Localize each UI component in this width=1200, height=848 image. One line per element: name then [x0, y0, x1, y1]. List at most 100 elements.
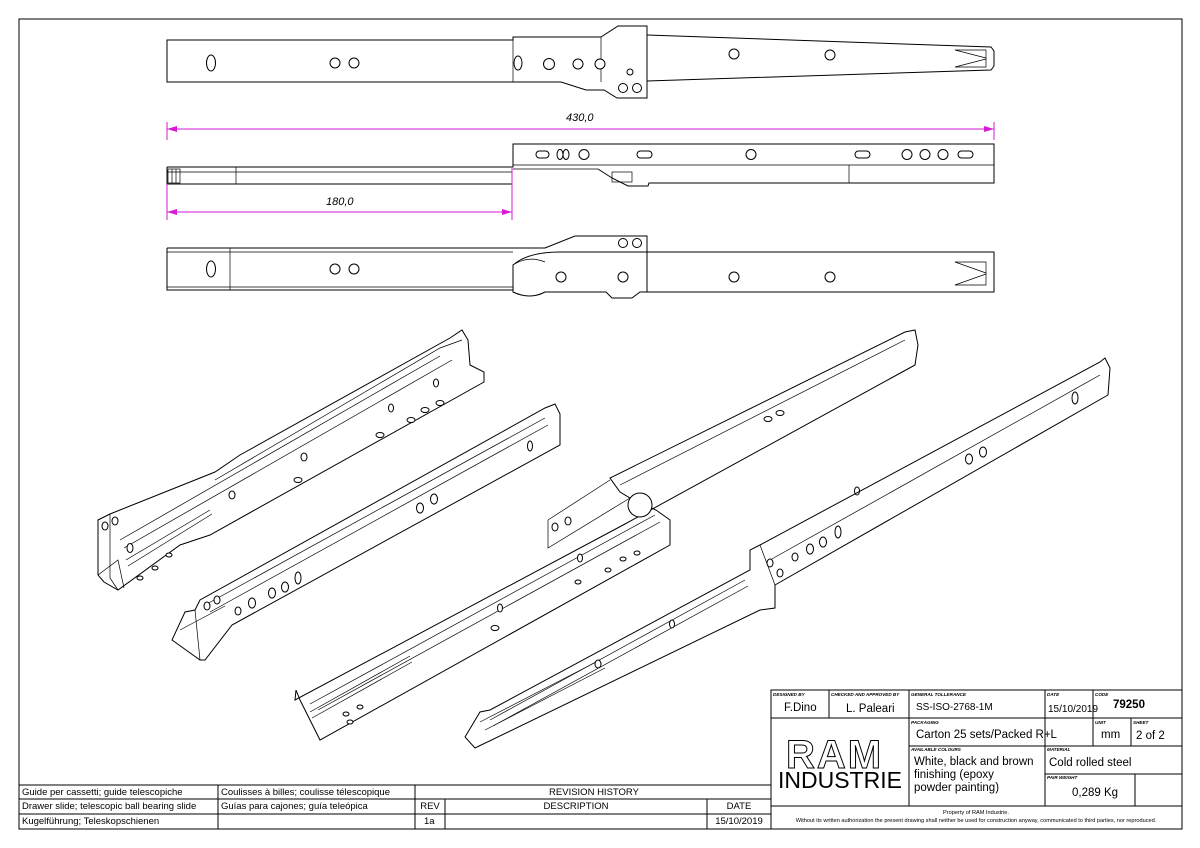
hole — [619, 556, 627, 562]
hole — [1071, 391, 1079, 405]
hole — [626, 68, 634, 76]
hole — [577, 553, 583, 563]
hole — [348, 263, 360, 275]
hole — [632, 83, 642, 93]
hole — [430, 493, 438, 505]
hole — [111, 516, 119, 526]
slot-hole — [513, 55, 523, 71]
tolerance-label: GENERAL TOLLERANCE — [911, 692, 967, 697]
slot-hole — [206, 54, 216, 72]
hole — [342, 711, 350, 717]
company-logo: RAM INDUSTRIE — [778, 733, 902, 794]
hole — [919, 149, 931, 160]
hole — [300, 452, 308, 462]
logo-ram: RAM — [786, 733, 883, 777]
hole — [136, 575, 144, 581]
name-english: Drawer slide; telescopic ball bearing sl… — [22, 801, 196, 812]
hole — [416, 502, 424, 514]
hole — [834, 525, 842, 539]
hole — [433, 378, 439, 388]
hole — [627, 492, 653, 518]
logo-industrie: INDUSTRIE — [778, 767, 902, 793]
sheet-label: SHEET — [1133, 720, 1150, 725]
hole — [348, 57, 360, 69]
disclaimer: Without its written authorization the pr… — [796, 818, 1157, 824]
hole — [618, 238, 628, 248]
hole — [490, 625, 500, 631]
checked-by-label: CHECKED AND APPROVED BY — [831, 692, 900, 697]
material-value: Cold rolled steel — [1049, 757, 1131, 769]
date-value: 15/10/2019 — [1048, 704, 1098, 715]
hole — [574, 579, 582, 585]
isometric-left-outer-rail — [97, 329, 485, 591]
name-german: Kugelführung; Teleskopschienen — [22, 816, 159, 827]
hole — [819, 536, 827, 548]
hole — [228, 490, 236, 500]
weight-label: PAIR WEIGHT — [1047, 775, 1078, 780]
revision-title: REVISION HISTORY — [549, 787, 640, 798]
hole — [594, 58, 606, 70]
hole — [555, 271, 567, 283]
hole — [551, 522, 559, 532]
names-revision-table: Guide per cassetti; guide telescopiche C… — [18, 784, 772, 830]
hole — [901, 149, 913, 160]
dimension-overall: 430,0 — [166, 112, 995, 140]
hole — [564, 516, 572, 526]
dimension-extension-label: 180,0 — [326, 196, 354, 208]
dimension-extension: 180,0 — [166, 168, 513, 220]
designed-by-value: F.Dino — [784, 702, 817, 714]
hole — [965, 453, 973, 465]
hole — [766, 558, 774, 568]
hole — [375, 432, 385, 438]
material-label: MATERIAL — [1047, 747, 1071, 752]
hole — [346, 719, 354, 725]
hole — [617, 271, 629, 283]
isometric-right-inner-rail — [464, 357, 1111, 749]
hole — [527, 440, 533, 452]
date-label: DATE — [1047, 692, 1060, 697]
title-block: DESIGNED BY F.Dino CHECKED AND APPROVED … — [770, 689, 1183, 830]
hole — [543, 58, 555, 70]
slot-hole — [854, 150, 871, 159]
hole — [248, 597, 256, 609]
hole — [281, 581, 289, 593]
isometric-right-outer-rail — [294, 329, 919, 741]
side-view — [166, 143, 995, 187]
packaging-value: Carton 25 sets/Packed R+L — [916, 729, 1058, 741]
colours-value-line1: White, black and brown — [914, 756, 1034, 768]
colours-value-line2: finishing (epoxy — [914, 769, 994, 781]
hole — [618, 83, 628, 93]
name-spanish: Guías para cajones; guía teleópica — [221, 801, 369, 812]
hole — [937, 149, 949, 160]
bottom-view — [166, 235, 995, 299]
weight-value: 0,289 Kg — [1072, 787, 1118, 799]
hole — [806, 543, 814, 555]
name-italian: Guide per cassetti; guide telescopiche — [22, 787, 183, 798]
colours-label: AVAILABLE COLOURS — [910, 747, 962, 752]
hole — [420, 407, 430, 413]
hole — [745, 149, 757, 160]
hole — [151, 565, 159, 571]
hole — [632, 238, 642, 248]
dimension-overall-label: 430,0 — [566, 112, 594, 124]
colours-value-line3: powder painting) — [914, 782, 999, 794]
hole — [824, 271, 836, 283]
code-value: 79250 — [1113, 699, 1145, 711]
hole — [388, 403, 394, 413]
hole — [234, 606, 242, 616]
hole — [406, 417, 416, 423]
hole — [329, 57, 341, 69]
hole — [578, 149, 590, 160]
designed-by-label: DESIGNED BY — [773, 692, 806, 697]
hole — [633, 550, 641, 556]
hole — [594, 659, 602, 669]
hole — [294, 571, 302, 585]
revision-description-header: DESCRIPTION — [544, 801, 609, 812]
revision-rev-header: REV — [420, 801, 440, 812]
slot-hole — [957, 150, 974, 159]
hole — [329, 263, 341, 275]
hole — [776, 568, 784, 578]
slot-hole — [535, 150, 550, 159]
hole — [203, 601, 211, 611]
